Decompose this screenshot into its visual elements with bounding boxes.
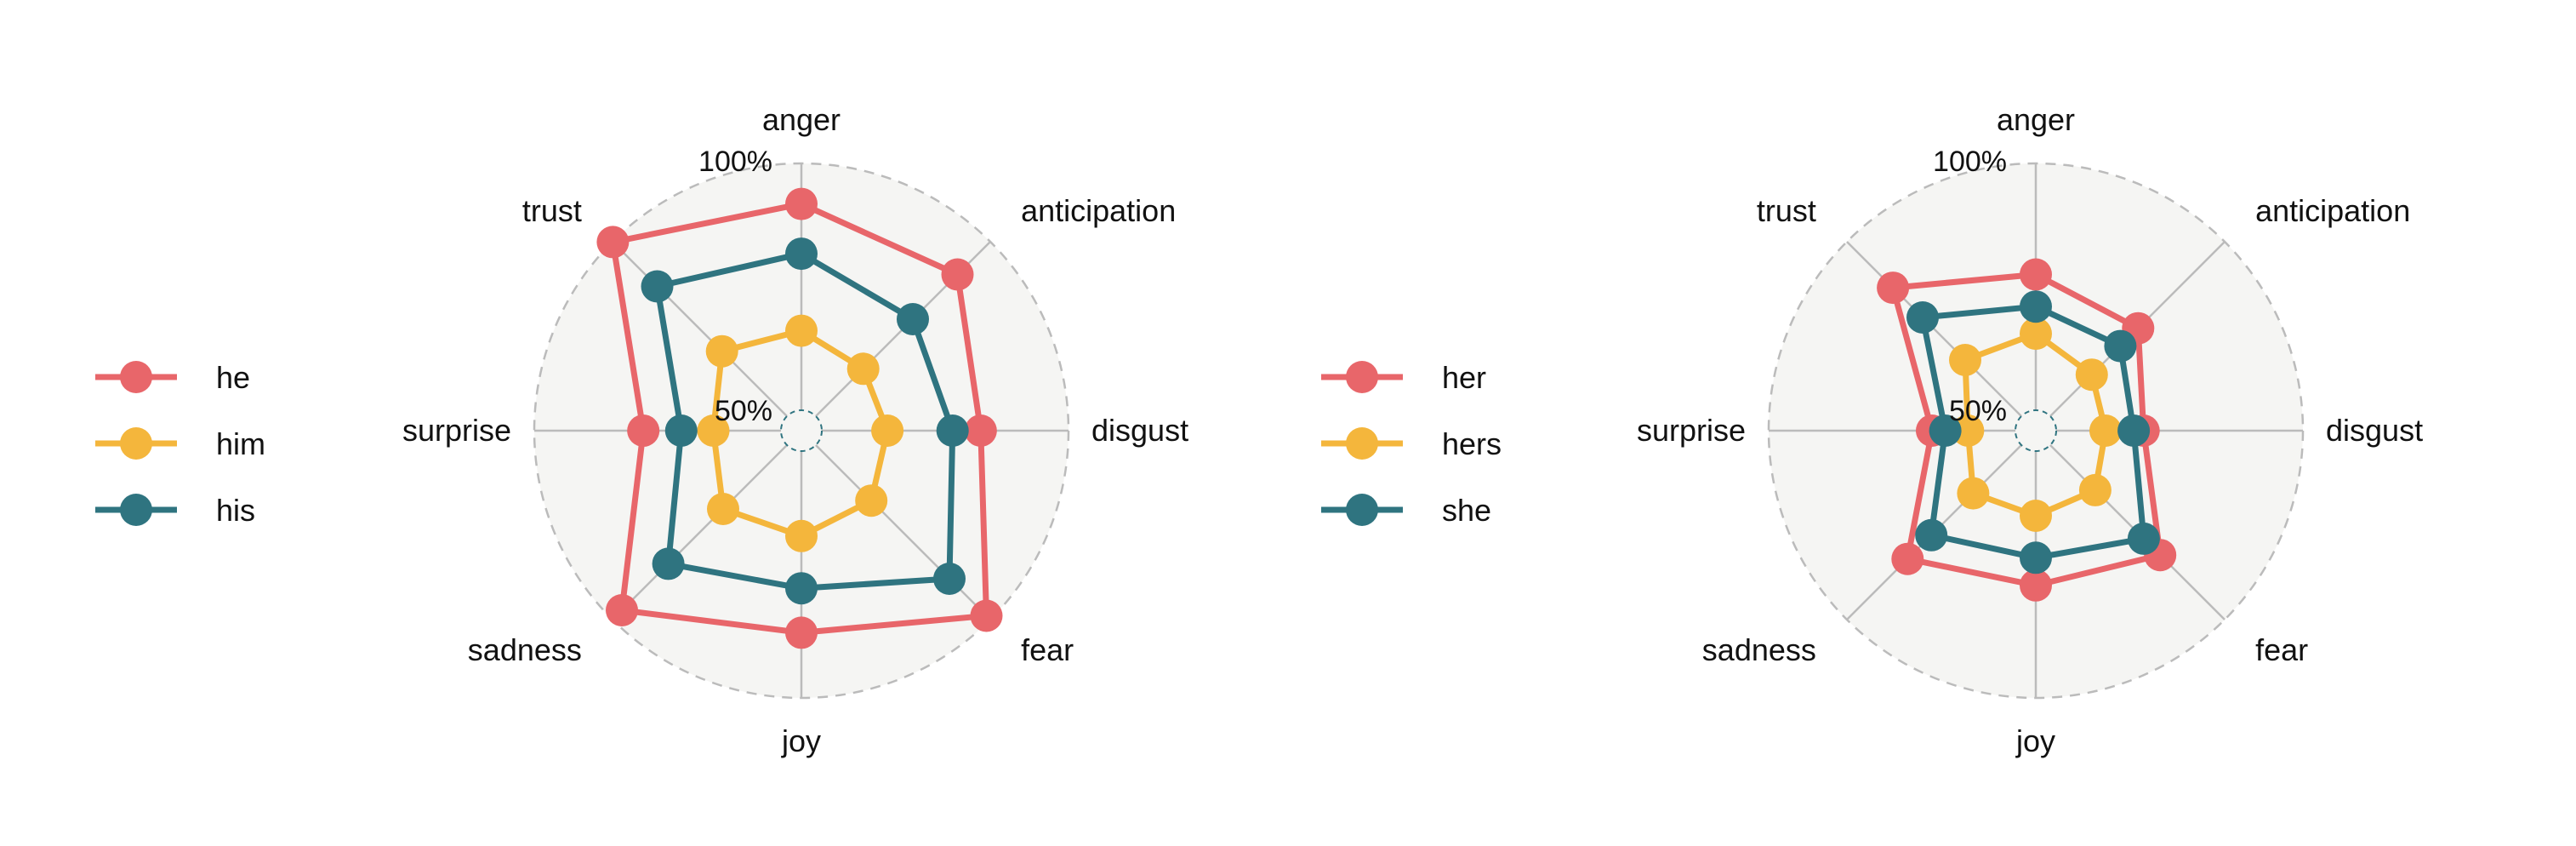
radar-spoke xyxy=(2035,430,2226,620)
data-point-him-sadness xyxy=(707,493,739,525)
legend-swatch-marker xyxy=(1346,361,1378,393)
data-point-she-joy xyxy=(2020,541,2052,574)
data-point-her-sadness xyxy=(1891,542,1924,575)
axis-label-anger: anger xyxy=(762,102,841,137)
data-point-hers-anger xyxy=(2020,317,2052,351)
data-point-his-joy xyxy=(785,572,818,605)
legend-label: him xyxy=(216,426,265,461)
data-point-hers-fear xyxy=(2078,473,2112,506)
data-point-he-joy xyxy=(785,616,818,649)
data-point-he-surprise xyxy=(627,414,660,447)
axis-label-fear: fear xyxy=(2255,632,2308,667)
axis-label-joy: joy xyxy=(781,723,821,758)
data-point-his-anger xyxy=(785,237,818,271)
data-point-she-sadness xyxy=(1915,518,1948,552)
legend-item-him: him xyxy=(95,426,265,461)
data-point-hers-disgust xyxy=(2089,414,2122,447)
data-point-hers-anticipation xyxy=(2075,358,2108,392)
legend-item-he: he xyxy=(95,360,250,395)
legend-item-her: her xyxy=(1321,360,1486,395)
legend-label: her xyxy=(1442,360,1486,395)
ring-label-50: 50% xyxy=(1949,395,2007,427)
data-point-her-anger xyxy=(2020,258,2052,291)
data-point-his-surprise xyxy=(664,414,698,447)
data-point-hers-joy xyxy=(2020,500,2052,532)
axis-label-disgust: disgust xyxy=(2326,413,2423,448)
data-point-his-disgust xyxy=(936,414,969,447)
data-point-he-sadness xyxy=(606,594,638,626)
legend-label: she xyxy=(1442,493,1491,528)
radar-spoke xyxy=(612,241,802,432)
data-point-she-anger xyxy=(2020,290,2052,323)
data-point-his-sadness xyxy=(652,547,685,580)
data-point-she-disgust xyxy=(2117,414,2151,447)
axis-label-surprise: surprise xyxy=(1637,413,1746,448)
data-point-she-surprise xyxy=(1929,414,1962,447)
axis-label-disgust: disgust xyxy=(1091,413,1188,448)
data-point-she-anticipation xyxy=(2104,329,2137,363)
legend-label: he xyxy=(216,360,250,395)
axis-label-fear: fear xyxy=(1021,632,1074,667)
axis-label-sadness: sadness xyxy=(1702,632,1816,667)
axis-label-anger: anger xyxy=(1997,102,2075,137)
axis-label-sadness: sadness xyxy=(468,632,582,667)
radar-panel-left: 100% 50% anger anticipation disgust fear joy sa… xyxy=(95,102,1188,758)
data-point-him-fear xyxy=(855,484,888,517)
data-point-her-trust xyxy=(1877,272,1910,305)
data-point-hers-sadness xyxy=(1957,477,1990,510)
radar-spoke xyxy=(1846,241,2037,432)
axis-label-anticipation: anticipation xyxy=(1021,193,1176,228)
legend-label: his xyxy=(216,493,255,528)
axis-label-anticipation: anticipation xyxy=(2255,193,2410,228)
ring-label-100: 100% xyxy=(1933,146,2007,178)
axis-label-trust: trust xyxy=(1757,193,1816,228)
axis-label-joy: joy xyxy=(2015,723,2055,758)
radar-ring-50 xyxy=(2015,409,2057,452)
data-point-him-disgust xyxy=(871,414,904,447)
radar-ring-100 xyxy=(533,162,1070,700)
ring-label-100: 100% xyxy=(698,146,772,178)
data-point-she-fear xyxy=(2127,522,2160,555)
data-point-hers-surprise xyxy=(1952,414,1985,447)
data-point-him-anticipation xyxy=(846,352,880,386)
legend-item-she: she xyxy=(1321,493,1491,528)
legend-swatch-marker xyxy=(120,427,152,460)
legend-swatch-marker xyxy=(120,361,152,393)
legend-label: hers xyxy=(1442,426,1502,461)
radar-spoke xyxy=(612,430,802,620)
legend-swatch-marker xyxy=(1346,427,1378,460)
data-point-he-disgust xyxy=(964,414,997,447)
radar-ring-100 xyxy=(1767,162,2305,700)
data-point-she-trust xyxy=(1906,301,1939,334)
data-point-he-anticipation xyxy=(941,258,974,291)
data-point-hers-trust xyxy=(1949,344,1981,376)
radar-ring-50 xyxy=(780,409,823,452)
axis-label-trust: trust xyxy=(522,193,582,228)
data-point-his-fear xyxy=(933,563,966,595)
axis-label-surprise: surprise xyxy=(402,413,511,448)
data-point-he-anger xyxy=(785,187,818,220)
data-point-her-joy xyxy=(2020,569,2052,602)
legend-swatch-marker xyxy=(120,494,152,526)
ring-label-50: 50% xyxy=(715,395,772,427)
data-point-his-anticipation xyxy=(897,303,929,335)
data-point-him-trust xyxy=(705,334,738,368)
data-point-him-joy xyxy=(785,519,818,552)
data-point-him-anger xyxy=(785,314,818,347)
legend-item-hers: hers xyxy=(1321,426,1502,461)
legend-item-his: his xyxy=(95,493,255,528)
data-point-him-surprise xyxy=(697,414,730,447)
radar-panel-right: 100% 50% anger anticipation disgust fear joy sa… xyxy=(1321,102,2423,758)
data-point-his-trust xyxy=(641,270,674,303)
data-point-he-fear xyxy=(970,599,1003,632)
data-point-he-trust xyxy=(596,226,630,259)
legend-swatch-marker xyxy=(1346,494,1378,526)
